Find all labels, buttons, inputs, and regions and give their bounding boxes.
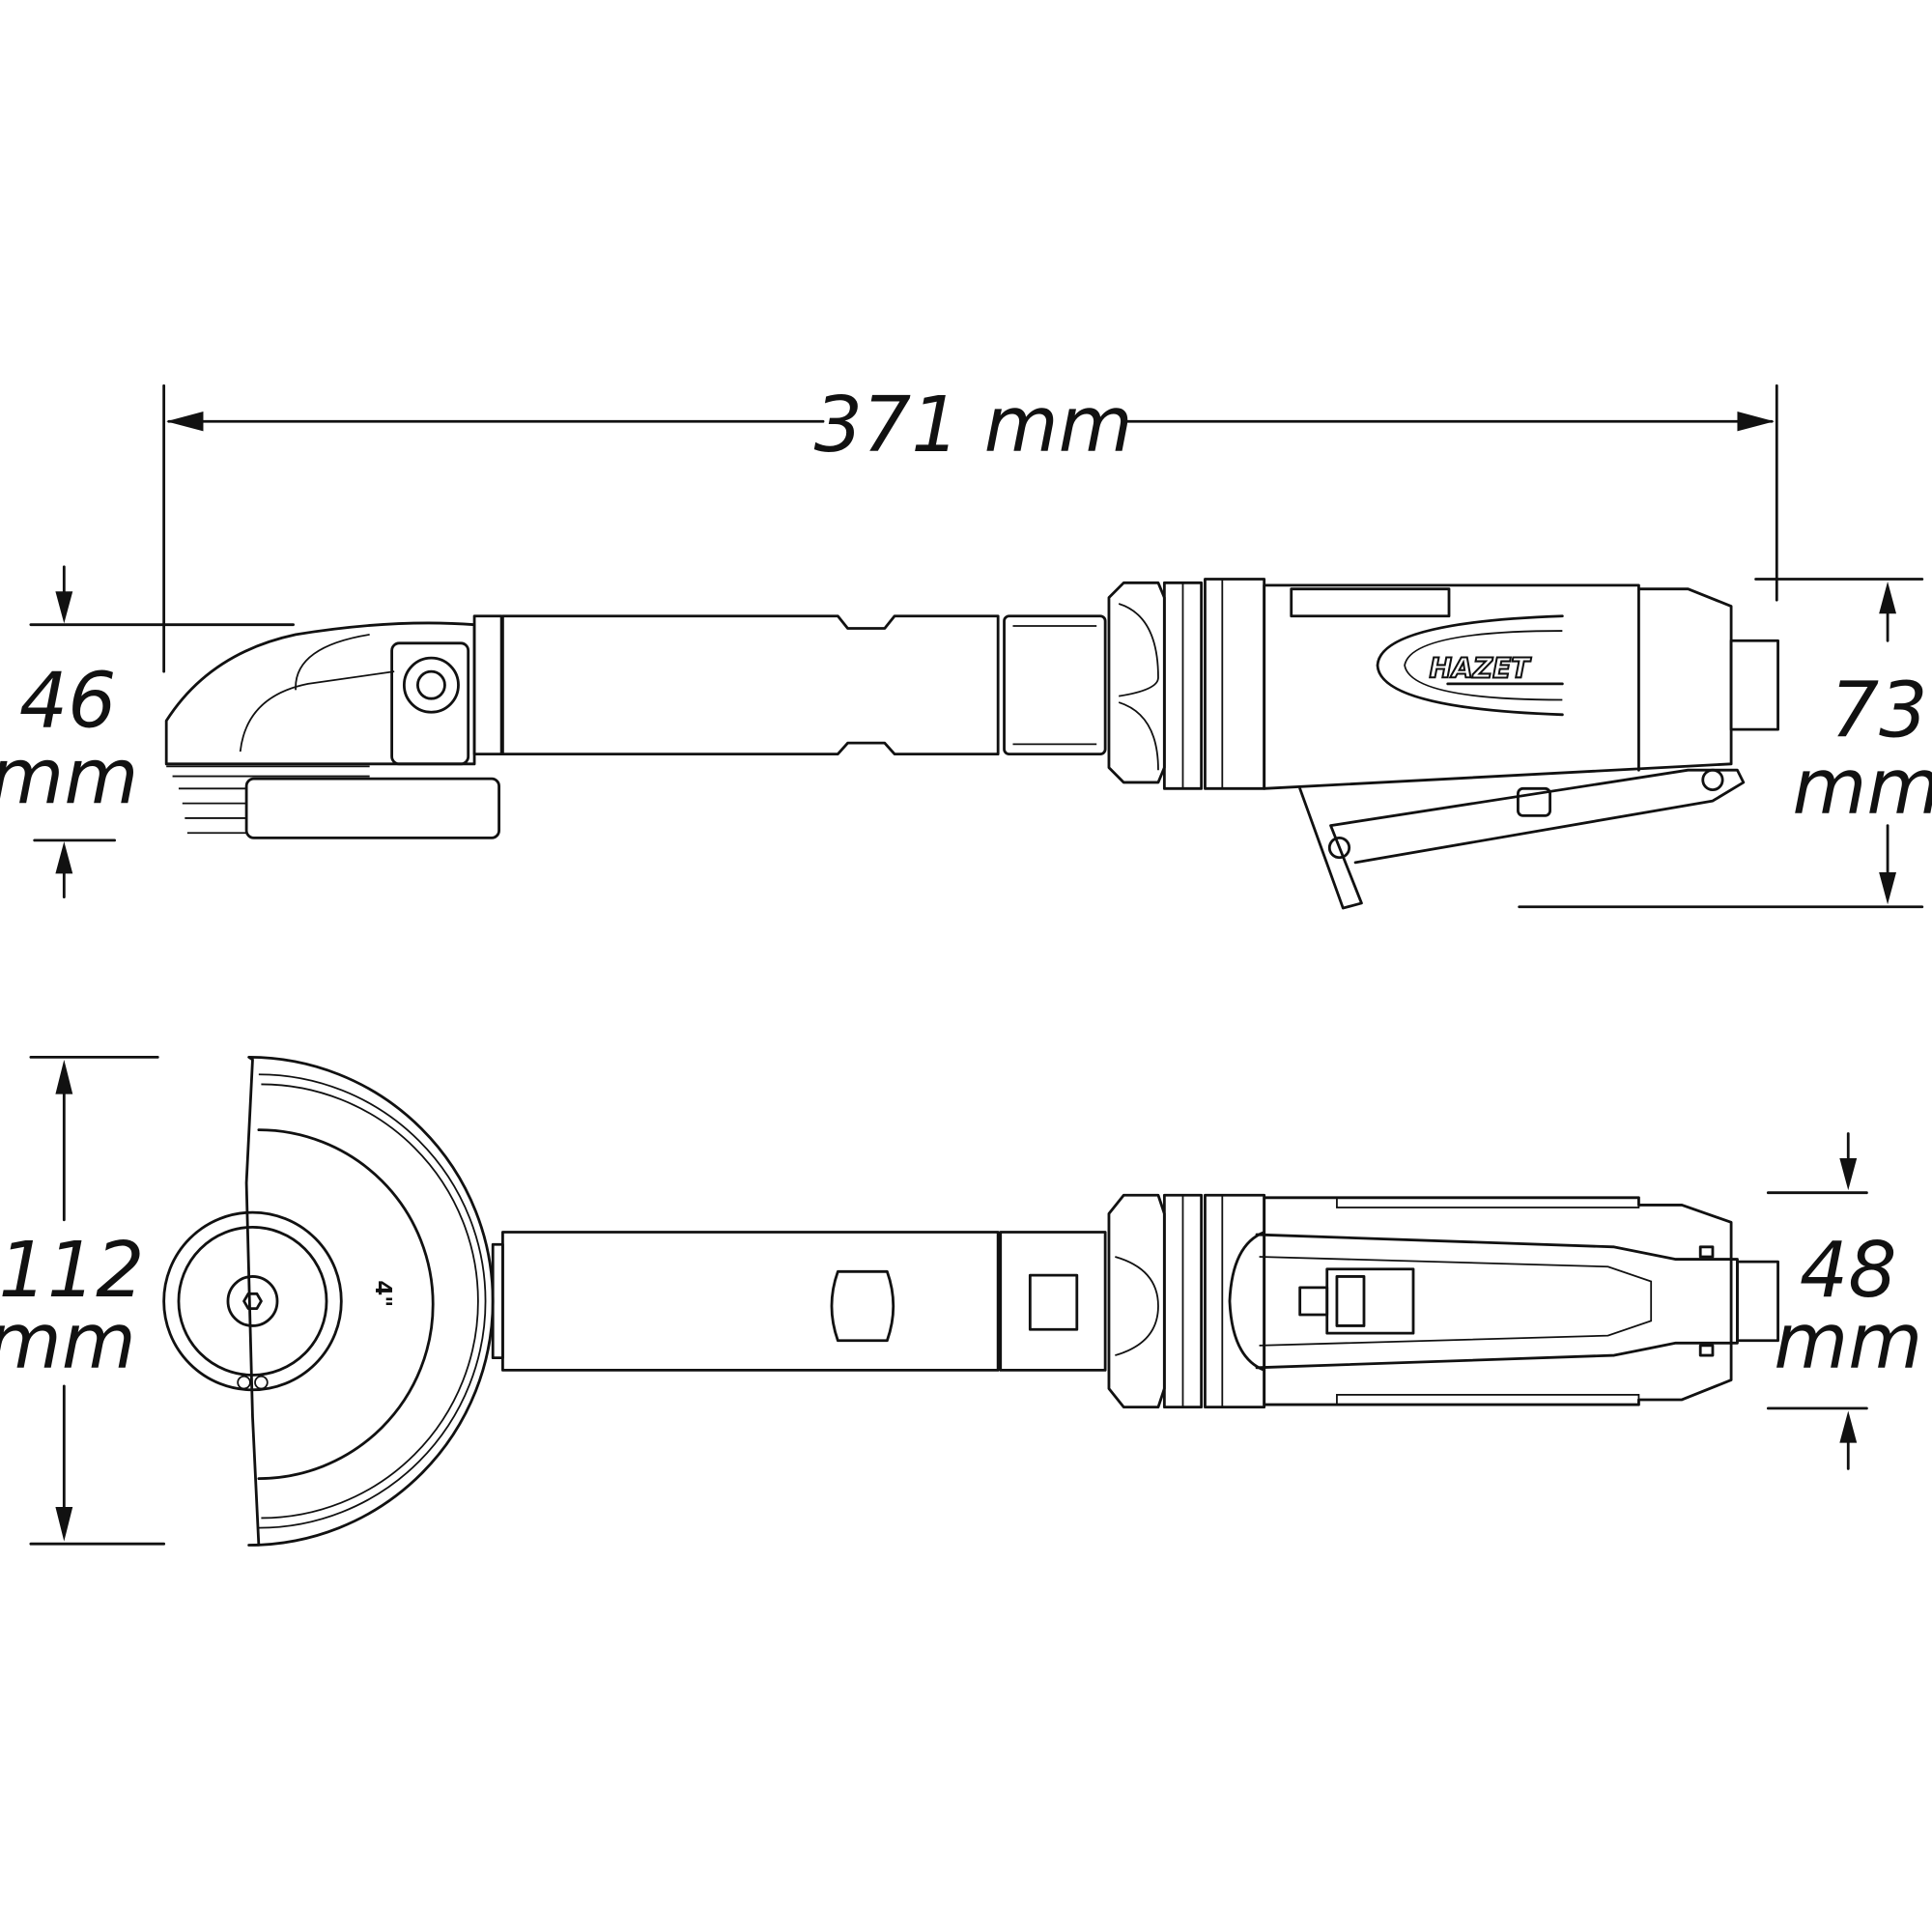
disc-size-label: 4" bbox=[370, 1280, 395, 1307]
hazet-logo: HAZET bbox=[1430, 653, 1532, 685]
side-view: HAZET bbox=[164, 578, 1779, 910]
head-height-unit: mm bbox=[0, 733, 138, 822]
body-height-value: 73 bbox=[1831, 667, 1928, 755]
body-width-unit: mm bbox=[1774, 1297, 1922, 1386]
top-view: 4" bbox=[162, 1055, 1779, 1547]
length-dimension: 371 mm bbox=[162, 381, 1778, 673]
guard-width-unit: mm bbox=[0, 1297, 136, 1386]
guard-width-dimension: 112 mm bbox=[0, 1055, 166, 1546]
guard-width-value: 112 bbox=[0, 1226, 144, 1315]
length-label: 371 mm bbox=[814, 381, 1133, 469]
body-height-unit: mm bbox=[1792, 743, 1932, 832]
body-width-value: 48 bbox=[1800, 1226, 1897, 1315]
body-width-dimension: 48 mm bbox=[1766, 1132, 1922, 1470]
head-height-dimension: 46 mm bbox=[0, 565, 295, 898]
body-height-dimension: 73 mm bbox=[1518, 578, 1932, 909]
head-height-value: 46 bbox=[19, 657, 117, 746]
